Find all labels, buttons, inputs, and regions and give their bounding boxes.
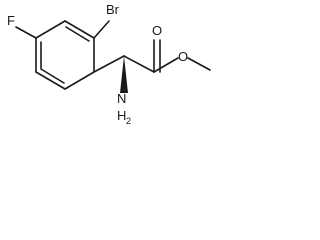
fluorine-atom-label: F	[7, 13, 15, 28]
ring-double-bond-2	[40, 68, 65, 84]
chemical-structure-diagram: F Br O O N H 2	[7, 2, 211, 126]
amine-nitrogen-label: N	[117, 91, 126, 106]
ring-bond-4	[64, 71, 95, 90]
c-br-bond	[93, 20, 110, 39]
amine-group-label: N H 2	[117, 91, 131, 126]
ring-bond-2	[64, 20, 95, 39]
alpha-carbonyl-bond	[123, 55, 155, 73]
benzene-ring	[35, 20, 95, 90]
amine-hydrogen-label: H	[117, 108, 126, 123]
c-f-bond	[15, 26, 37, 39]
ester-oxygen-label: O	[178, 49, 188, 64]
ester-methyl-bond	[187, 57, 211, 71]
bromine-atom-label: Br	[106, 2, 120, 17]
amine-hydrogen-count-label: 2	[126, 116, 131, 126]
carbonyl-oxygen-label: O	[152, 23, 162, 38]
ring-alpha-carbon-bond	[93, 55, 125, 73]
stereo-wedge-bond	[120, 56, 128, 93]
ring-bond-5	[35, 71, 66, 90]
carbonyl-ester-oxygen-bond	[153, 57, 179, 73]
ring-bond-1	[35, 20, 66, 39]
ring-double-bond-1	[65, 26, 90, 42]
